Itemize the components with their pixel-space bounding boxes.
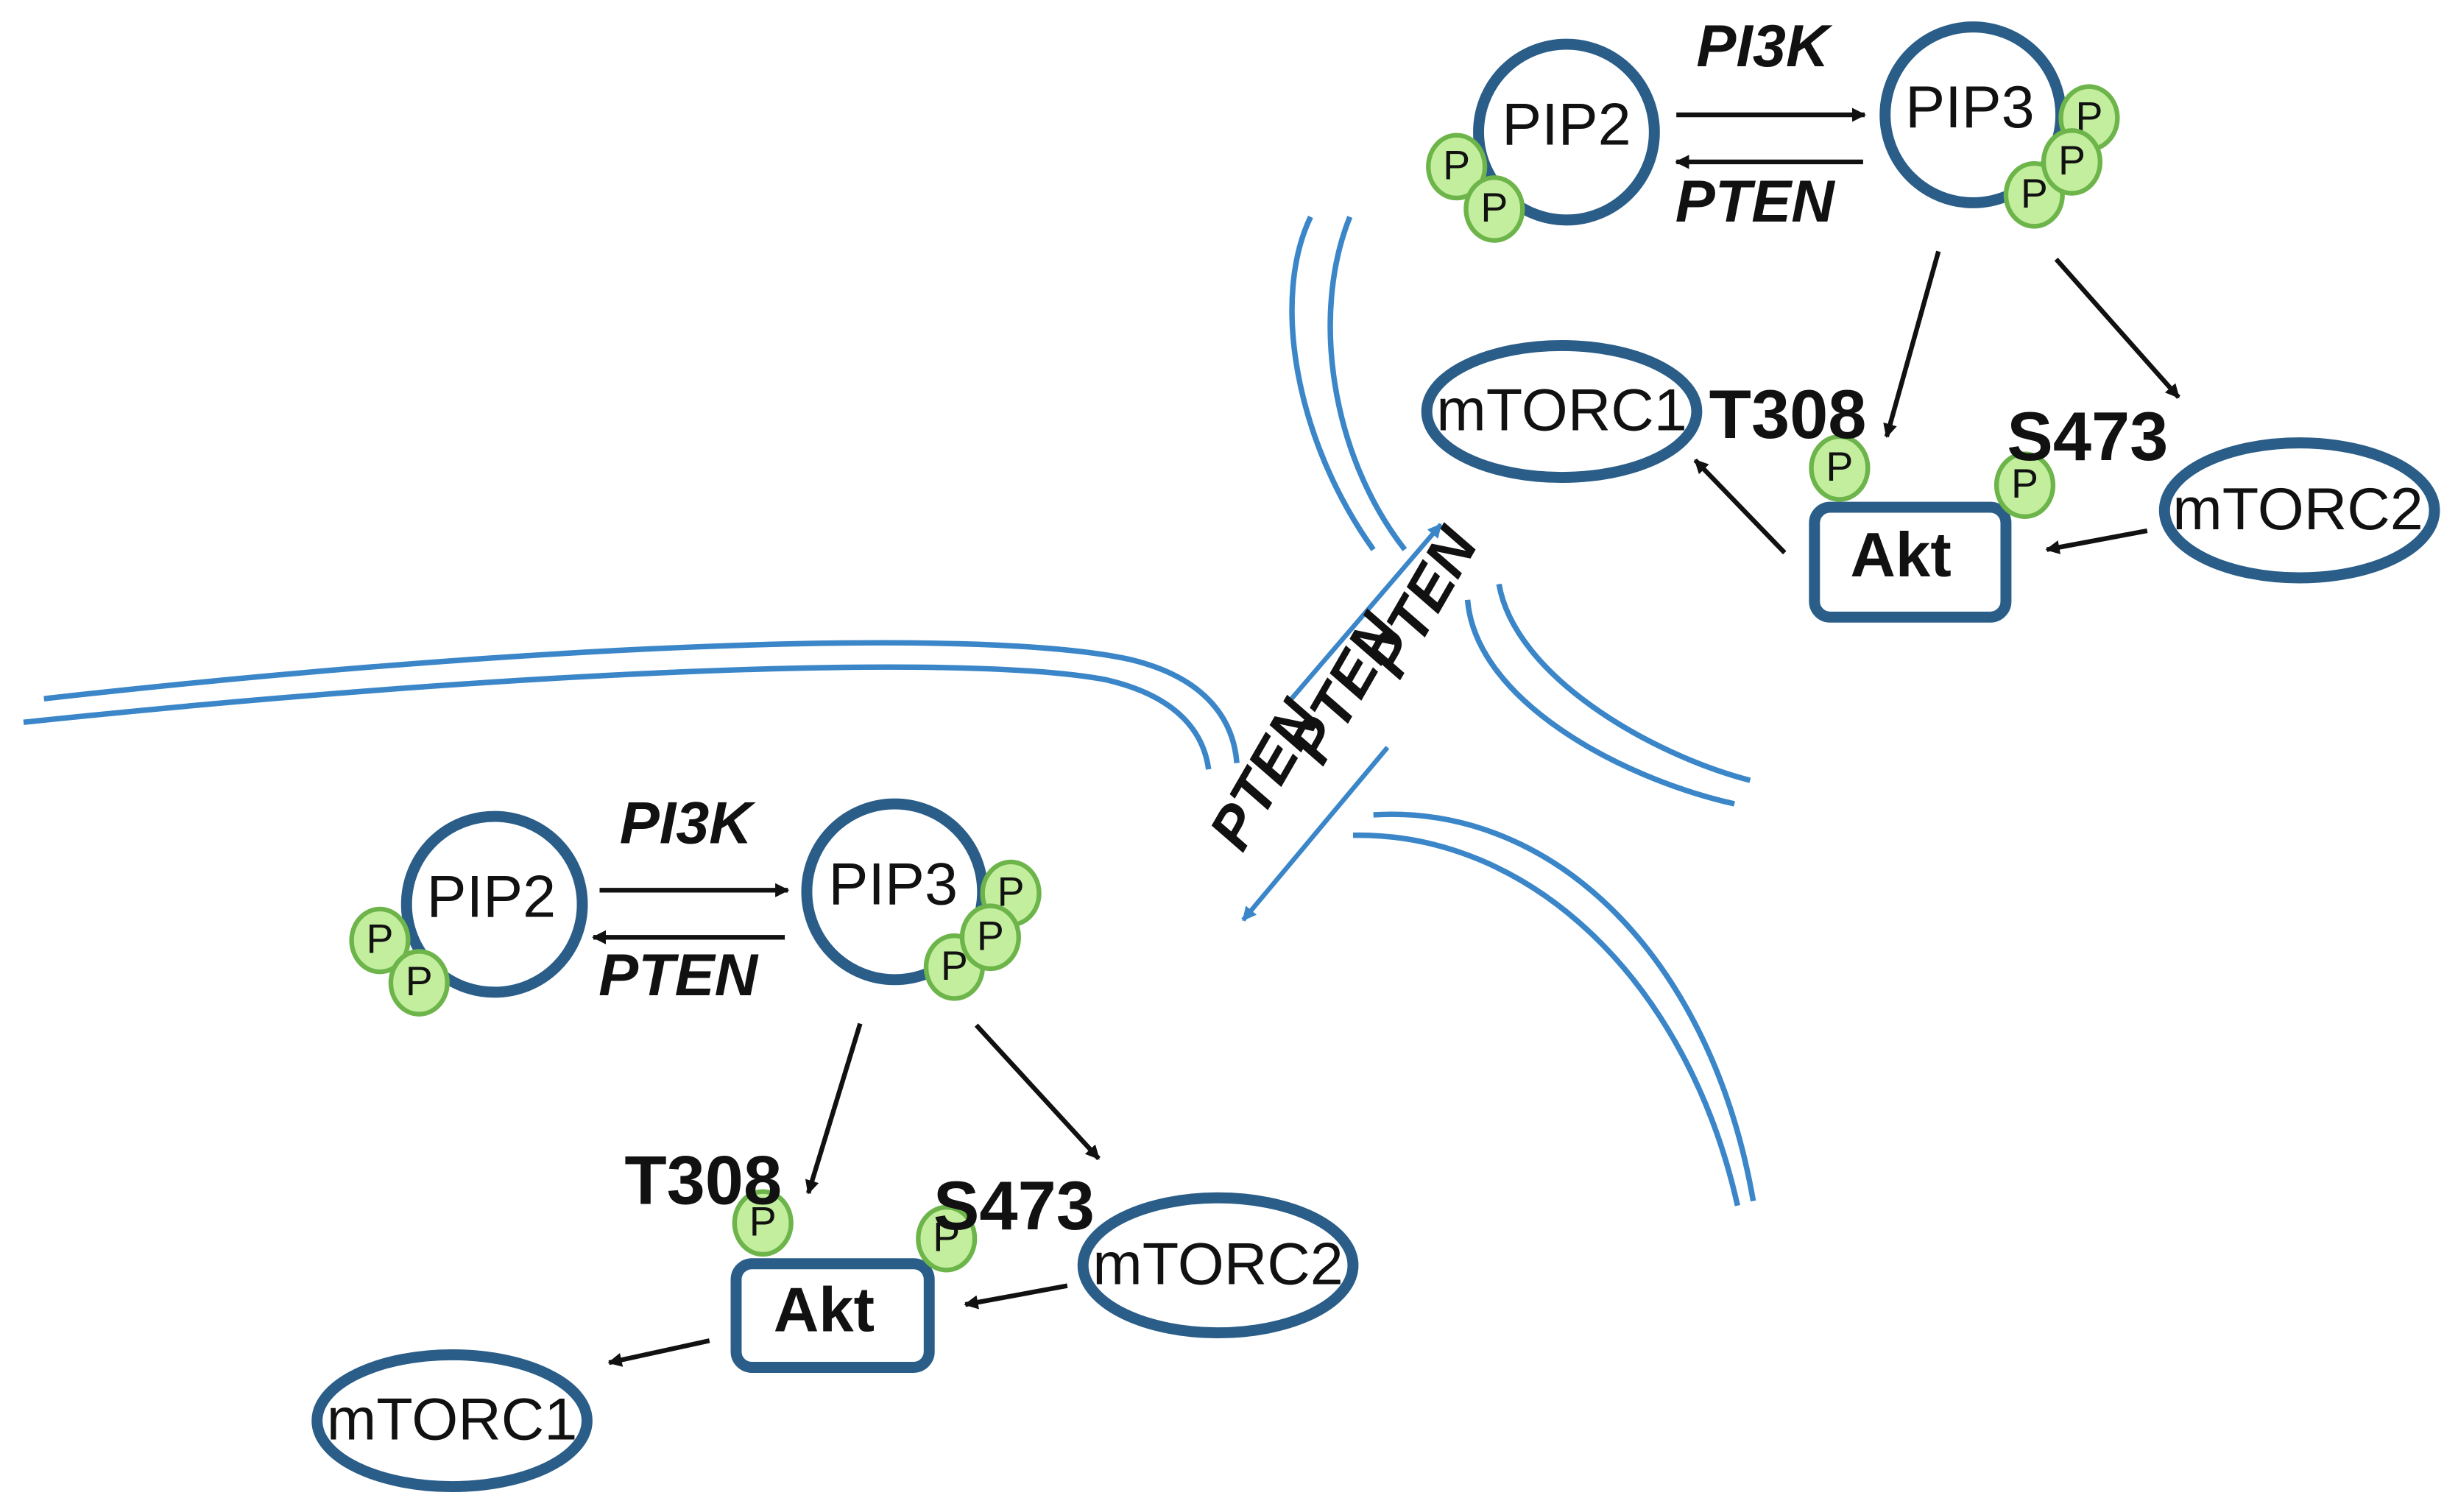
bottom-mtorc1-node (311, 1349, 593, 1492)
top-akt-t308-phosphate: P (1809, 434, 1871, 502)
bottom-cell: PIP2 P P PIP3 P P P PI3K PTEN m (311, 790, 1359, 1492)
top-mtorc1-node (1421, 339, 1703, 483)
top-pten-label: PTEN (1675, 169, 1836, 235)
bottom-pi3k-label: PI3K (620, 790, 757, 856)
svg-text:P: P (2058, 138, 2086, 183)
top-mtorc1-label: mTORC1 (1436, 378, 1687, 444)
top-mtorc2-label: mTORC2 (2172, 476, 2423, 543)
bottom-akt-to-mtorc1-arrow (607, 1338, 710, 1367)
bottom-akt-t308-phosphate: P (732, 1189, 794, 1257)
top-cell: PIP2 P P PIP3 P P P PI3K PTEN m (1421, 13, 2440, 623)
top-akt-to-mtorc1-arrow (1693, 458, 1787, 555)
membrane-left-top-outer (43, 640, 1240, 763)
bottom-mtorc2-label: mTORC2 (1092, 1231, 1343, 1297)
top-pi3k-label: PI3K (1696, 13, 1833, 80)
bottom-pten-label: PTEN (598, 942, 759, 1008)
bottom-pip2-phosphate: P (349, 906, 411, 975)
bottom-pip3-phosphate: P (959, 903, 1021, 972)
membrane-top-cell-left-inner (1327, 216, 1408, 551)
bottom-akt-node (730, 1258, 935, 1373)
top-pip3-label: PIP3 (1905, 74, 2035, 141)
bottom-t308-label: T308 (624, 1142, 782, 1219)
membrane-left-top-inner (23, 664, 1212, 770)
top-pip3-to-mtorc2-arrow (2054, 258, 2180, 399)
top-pip2-phosphate: P (1426, 133, 1488, 201)
top-pip2-phosphate: P (1463, 175, 1525, 243)
svg-text:P: P (977, 913, 1004, 958)
transfer-arrow-to-bottom-cell (1241, 746, 1390, 922)
top-akt-s473-phosphate: P (1993, 451, 2056, 520)
svg-text:P: P (933, 1215, 960, 1260)
bottom-akt-label: Akt (774, 1275, 875, 1345)
top-pip2-label: PIP2 (1502, 92, 1631, 158)
bottom-pip2-node (400, 810, 588, 998)
bottom-akt-s473-phosphate: P (916, 1204, 978, 1273)
svg-text:P: P (749, 1198, 777, 1244)
top-s473-label: S473 (2007, 398, 2168, 475)
bottom-mtorc2-node (1077, 1192, 1359, 1339)
bottom-pip2-label: PIP2 (427, 864, 557, 930)
top-mtorc2-to-akt-arrow (2045, 528, 2148, 554)
top-pip3-phosphate: P (2041, 128, 2103, 196)
transfer-arrow-to-top-cell (1288, 523, 1443, 702)
svg-text:P: P (2011, 461, 2038, 506)
bottom-s473-label: S473 (933, 1167, 1095, 1244)
svg-text:P: P (367, 916, 394, 962)
svg-text:P: P (2021, 171, 2048, 216)
pten-transfer: PTEN PTEN PTEN (1197, 516, 1491, 922)
membrane-top-cell-bottom-inner (1464, 599, 1735, 807)
top-pip2-node (1473, 38, 1660, 226)
bottom-mtorc2-to-akt-arrow (964, 1283, 1068, 1310)
bottom-pip3-to-akt-arrow (805, 1022, 863, 1195)
top-mtorc2-node (2158, 437, 2440, 584)
svg-text:P: P (1443, 142, 1470, 188)
bottom-mtorc1-label: mTORC1 (327, 1387, 578, 1453)
svg-text:P: P (1826, 444, 1853, 490)
bottom-pip2-phosphate: P (388, 949, 450, 1017)
top-pip3-to-akt-arrow (1883, 250, 1941, 438)
top-akt-label: Akt (1850, 520, 1951, 590)
membrane-top-cell-bottom-outer (1496, 583, 1751, 783)
membrane-right-outer (1373, 811, 1756, 1202)
svg-text:P: P (1480, 185, 1508, 230)
bottom-pip3-label: PIP3 (828, 851, 958, 917)
top-akt-node (1809, 501, 2012, 623)
bottom-pip3-to-mtorc2-arrow (974, 1023, 1101, 1161)
membranes (23, 215, 1756, 1207)
svg-text:P: P (406, 958, 433, 1004)
top-t308-label: T308 (1709, 375, 1867, 453)
membrane-right-inner (1352, 832, 1740, 1207)
membrane-top-cell-left-outer (1289, 215, 1376, 551)
